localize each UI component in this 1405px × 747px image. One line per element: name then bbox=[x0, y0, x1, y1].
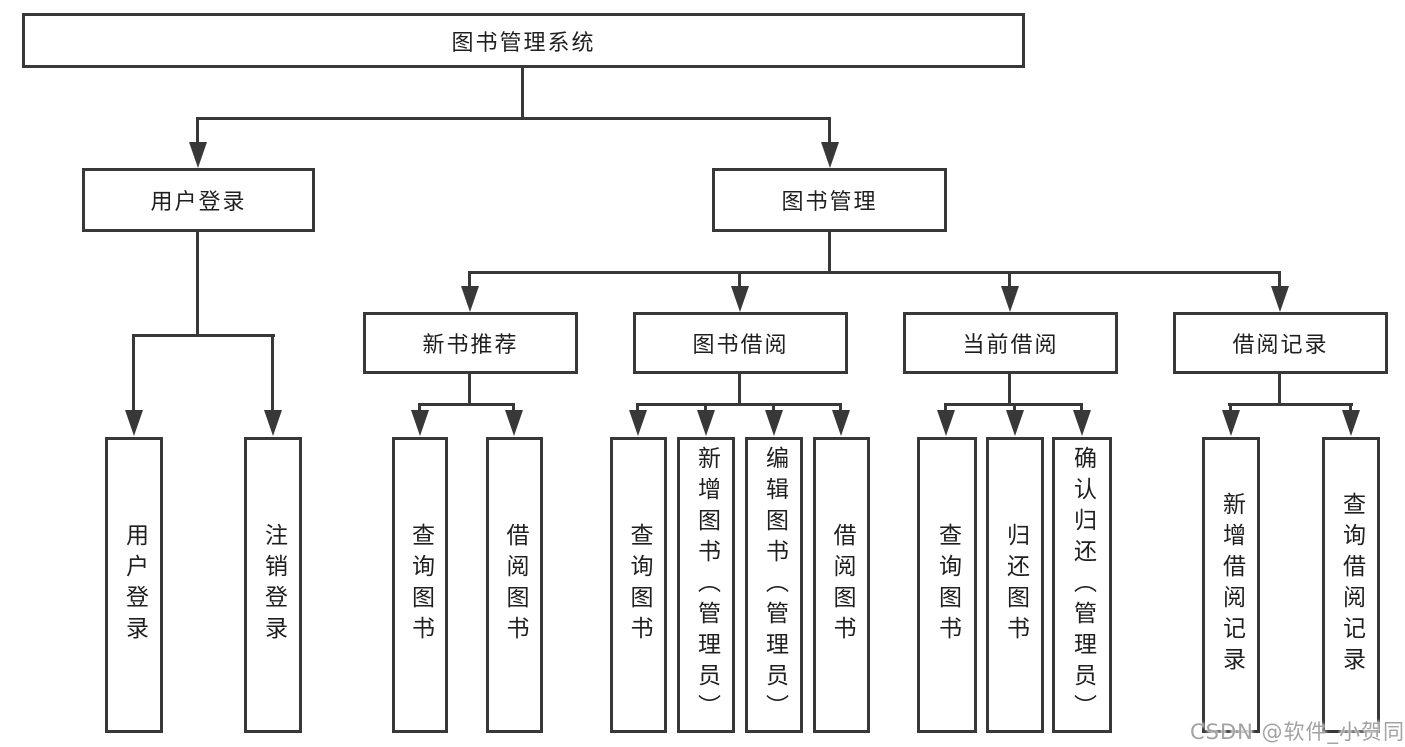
csdn-watermark: CSDN @软件_小贺同学 bbox=[1190, 720, 1405, 744]
leaf-borrow-books-recommend: 借阅图书 bbox=[486, 437, 543, 733]
connector-rec-query-drop bbox=[418, 403, 421, 412]
connector-recommend-stem bbox=[468, 372, 471, 405]
node-new-book-recommend: 新书推荐 bbox=[363, 312, 578, 374]
arrow-to-records bbox=[1271, 286, 1289, 312]
connector-book-mgmt-stem bbox=[828, 230, 831, 273]
arrow-to-cur-return bbox=[1006, 410, 1024, 436]
connector-cur-return-drop bbox=[1013, 403, 1016, 412]
leaf-add-book-admin: 新增图书（管理员） bbox=[677, 437, 735, 733]
node-book-management: 图书管理 bbox=[712, 168, 947, 232]
leaf-return-book: 归还图书 bbox=[986, 437, 1044, 733]
connector-records-stem bbox=[1278, 372, 1281, 405]
connector-bor-query-drop bbox=[636, 403, 639, 412]
node-current-borrowing-label: 当前借阅 bbox=[962, 333, 1059, 358]
arrow-to-leaf-login bbox=[125, 410, 143, 436]
connector-records-drop bbox=[1278, 271, 1281, 287]
connector-borrowing-stem bbox=[738, 372, 741, 405]
leaf-borrow-books-borrowing-label: 借阅图书 bbox=[829, 523, 855, 647]
leaf-query-books-current-label: 查询图书 bbox=[934, 523, 961, 647]
arrow-to-bor-query bbox=[629, 410, 647, 436]
node-library-system-label: 图书管理系统 bbox=[451, 30, 596, 56]
arrow-to-rec-query bbox=[411, 410, 429, 436]
node-user-login: 用户登录 bbox=[82, 168, 315, 232]
arrow-to-query-record bbox=[1342, 410, 1360, 436]
connector-current-drop bbox=[1008, 271, 1011, 287]
leaf-user-login: 用户登录 bbox=[105, 437, 163, 733]
connector-root-stem bbox=[521, 66, 524, 119]
connector-book-mgmt-bus bbox=[468, 271, 1281, 274]
leaf-borrow-books-recommend-label: 借阅图书 bbox=[502, 523, 528, 647]
connector-rec-query-record-drop bbox=[1349, 403, 1352, 412]
leaf-user-login-label: 用户登录 bbox=[121, 523, 148, 647]
connector-user-login-drop bbox=[196, 117, 199, 144]
leaf-query-borrow-record-label: 查询借阅记录 bbox=[1338, 492, 1365, 678]
arrow-to-book-mgmt bbox=[821, 142, 839, 168]
leaf-edit-book-admin-label: 编辑图书（管理员） bbox=[761, 445, 788, 725]
leaf-add-book-admin-label: 新增图书（管理员） bbox=[693, 445, 720, 725]
connector-rec-borrow-drop bbox=[512, 403, 515, 412]
connector-bor-borrow-drop bbox=[839, 403, 842, 412]
arrow-to-recommend bbox=[461, 286, 479, 312]
leaf-logout-label: 注销登录 bbox=[260, 523, 287, 647]
arrow-to-bor-borrow bbox=[832, 410, 850, 436]
arrow-to-add-record bbox=[1222, 410, 1240, 436]
leaf-return-book-label: 归还图书 bbox=[1002, 523, 1029, 647]
connector-recommend-drop bbox=[468, 271, 471, 287]
leaf-confirm-return-admin-label: 确认归还（管理员） bbox=[1069, 445, 1096, 725]
connector-leaf-login-drop bbox=[132, 334, 135, 412]
arrow-to-cur-query bbox=[937, 410, 955, 436]
arrow-to-bor-add bbox=[697, 410, 715, 436]
connector-bor-add-drop bbox=[704, 403, 707, 412]
connector-cur-query-drop bbox=[944, 403, 947, 412]
connector-book-mgmt-drop bbox=[828, 117, 831, 144]
connector-leaf-logout-drop bbox=[271, 334, 274, 412]
arrow-to-leaf-logout bbox=[264, 410, 282, 436]
node-borrowing-records-label: 借阅记录 bbox=[1232, 333, 1329, 358]
node-book-borrowing: 图书借阅 bbox=[633, 312, 848, 374]
connector-recommend-bus bbox=[418, 403, 515, 406]
leaf-query-books-current: 查询图书 bbox=[917, 437, 977, 733]
connector-bor-edit-drop bbox=[772, 403, 775, 412]
leaf-query-books-recommend: 查询图书 bbox=[392, 437, 448, 733]
connector-current-stem bbox=[1008, 372, 1011, 405]
leaf-query-books-borrowing: 查询图书 bbox=[610, 437, 667, 733]
arrow-to-rec-borrow bbox=[505, 410, 523, 436]
connector-borrowing-drop bbox=[738, 271, 741, 287]
node-user-login-label: 用户登录 bbox=[150, 190, 247, 215]
leaf-add-borrow-record: 新增借阅记录 bbox=[1202, 437, 1260, 733]
node-library-system: 图书管理系统 bbox=[22, 13, 1025, 68]
node-book-management-label: 图书管理 bbox=[781, 190, 878, 215]
connector-user-login-bus bbox=[132, 334, 275, 337]
arrow-to-borrowing bbox=[731, 286, 749, 312]
connector-user-login-stem bbox=[196, 230, 199, 336]
connector-rec-add-record-drop bbox=[1229, 403, 1232, 412]
connector-records-bus bbox=[1228, 403, 1353, 406]
arrow-to-user-login bbox=[189, 142, 207, 168]
leaf-query-books-borrowing-label: 查询图书 bbox=[626, 523, 652, 647]
connector-borrowing-bus bbox=[636, 403, 842, 406]
arrow-to-bor-edit bbox=[765, 410, 783, 436]
node-book-borrowing-label: 图书借阅 bbox=[692, 333, 789, 358]
leaf-confirm-return-admin: 确认归还（管理员） bbox=[1052, 437, 1112, 733]
leaf-borrow-books-borrowing: 借阅图书 bbox=[813, 437, 870, 733]
leaf-edit-book-admin: 编辑图书（管理员） bbox=[745, 437, 803, 733]
leaf-add-borrow-record-label: 新增借阅记录 bbox=[1218, 492, 1245, 678]
node-borrowing-records: 借阅记录 bbox=[1173, 312, 1388, 374]
connector-cur-confirm-drop bbox=[1080, 403, 1083, 412]
node-new-book-recommend-label: 新书推荐 bbox=[422, 333, 519, 358]
leaf-logout: 注销登录 bbox=[244, 437, 302, 733]
connector-root-bus bbox=[196, 117, 831, 120]
node-current-borrowing: 当前借阅 bbox=[903, 312, 1118, 374]
leaf-query-books-recommend-label: 查询图书 bbox=[407, 523, 434, 647]
leaf-query-borrow-record: 查询借阅记录 bbox=[1322, 437, 1380, 733]
arrow-to-cur-confirm bbox=[1073, 410, 1091, 436]
arrow-to-current bbox=[1001, 286, 1019, 312]
